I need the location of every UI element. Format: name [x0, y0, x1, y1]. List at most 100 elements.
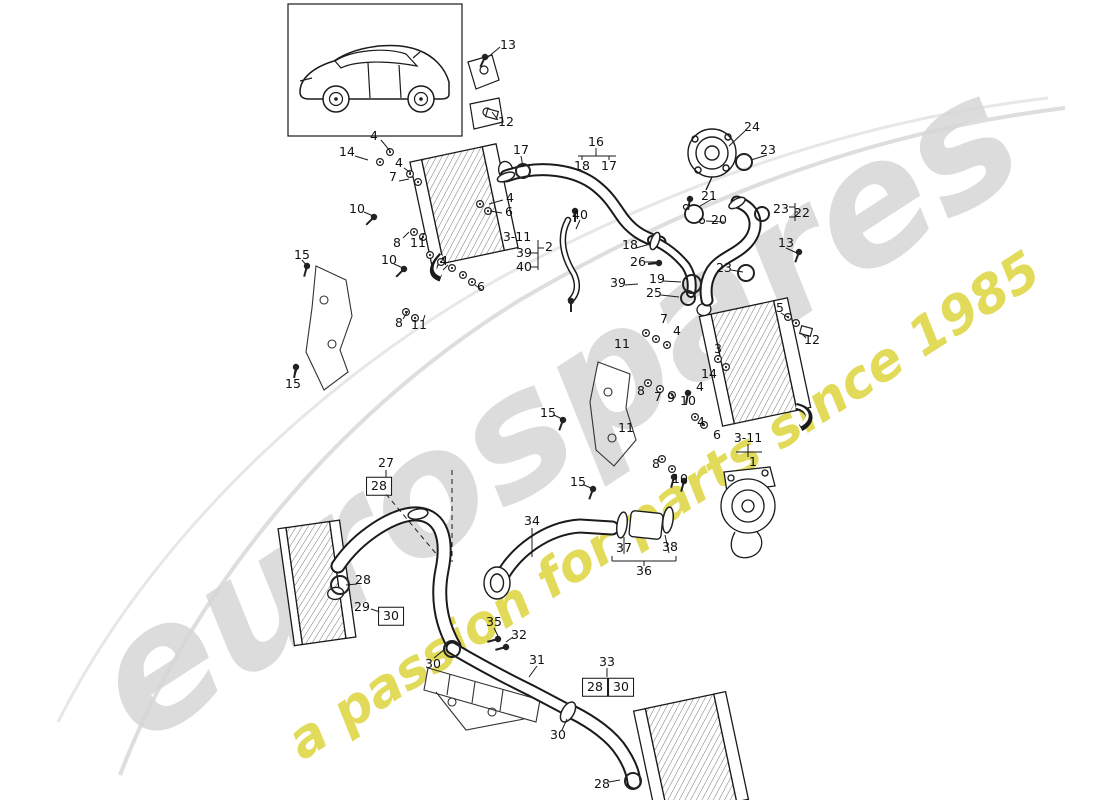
callout-5: 5: [776, 299, 784, 315]
screw-glyph: [684, 389, 692, 405]
callout-3-11: 3-11: [733, 429, 763, 445]
washer-glyph: [406, 170, 415, 179]
callout-39: 39: [516, 244, 532, 260]
clamp-glyph: [496, 171, 516, 183]
leader-line: [491, 111, 499, 121]
callout-8: 8: [393, 234, 401, 250]
callout-11: 11: [411, 316, 427, 332]
callout-33: 33: [599, 653, 615, 669]
leader-line: [705, 220, 725, 223]
screw-glyph: [686, 195, 694, 211]
callout-4: 4: [697, 413, 705, 429]
callout-28: 28: [366, 476, 392, 496]
leader-line: [433, 648, 446, 659]
callout-14: 14: [701, 365, 717, 381]
leader-line: [488, 199, 504, 205]
leader-line: [583, 484, 592, 489]
leader-line: [301, 259, 308, 267]
callout-28: 28: [594, 775, 610, 791]
screw-glyph: [670, 473, 678, 488]
callout-2: 2: [545, 238, 553, 254]
washer-glyph: [643, 379, 652, 388]
leader-line: [780, 312, 790, 319]
leader-line: [293, 368, 298, 379]
washer-glyph: [690, 413, 699, 422]
screw-glyph: [680, 477, 688, 492]
washer-glyph: [386, 148, 395, 157]
callout-28: 28: [582, 677, 608, 697]
washer-glyph: [414, 178, 423, 187]
leader-line: [421, 232, 425, 239]
callout-9: 9: [667, 389, 675, 405]
leader-line: [486, 46, 501, 59]
car-inset: [287, 3, 463, 137]
callout-8: 8: [652, 455, 660, 471]
callout-4: 4: [696, 378, 704, 394]
leader-line: [402, 310, 409, 320]
leader-line: [750, 154, 768, 161]
callout-38: 38: [662, 538, 678, 554]
callout-15: 15: [294, 246, 310, 262]
callout-36: 36: [636, 562, 652, 578]
washer-glyph: [721, 363, 730, 372]
washer-glyph: [667, 465, 676, 474]
charge-air-hose-right: [699, 195, 762, 307]
leader-line: [393, 263, 404, 269]
o-ring-glyph: [624, 772, 642, 790]
callout-7: 7: [654, 388, 662, 404]
leader-line: [728, 130, 746, 147]
leader-line: [402, 231, 410, 239]
leader-line: [800, 332, 807, 339]
screw-glyph: [794, 248, 803, 263]
screw-glyph: [487, 635, 502, 643]
callout-27: 27: [378, 454, 394, 470]
mounting-frame: [423, 667, 541, 731]
callout-8: 8: [395, 314, 403, 330]
leader-line: [398, 178, 410, 182]
leader-line: [422, 314, 426, 322]
callout-1: 1: [749, 453, 757, 469]
washer-glyph: [699, 421, 708, 430]
callout-15: 15: [285, 375, 301, 391]
callout-12: 12: [804, 331, 820, 347]
leader-line: [635, 243, 651, 249]
coupling-sleeve: [628, 510, 664, 540]
screw-glyph: [479, 53, 489, 68]
callout-15: 15: [570, 473, 586, 489]
callout-18: 18: [622, 236, 638, 252]
callout-40: 40: [516, 258, 532, 274]
charge-air-hose-top: [499, 163, 667, 249]
intercooler-bottom-right: [632, 690, 750, 800]
screw-glyph: [495, 643, 510, 651]
callout-4: 4: [370, 127, 378, 143]
screw-glyph: [571, 207, 579, 222]
washer-glyph: [419, 233, 428, 242]
callout-10: 10: [381, 251, 397, 267]
clamp-glyph: [407, 508, 429, 520]
washer-glyph: [411, 314, 420, 323]
o-ring-glyph: [754, 206, 770, 222]
leader-line: [660, 294, 680, 298]
washer-glyph: [448, 264, 457, 273]
screw-glyph: [567, 297, 575, 312]
callout-30: 30: [378, 606, 404, 626]
leader-line: [493, 627, 499, 637]
leader-line: [662, 280, 682, 283]
callout-7: 7: [389, 168, 397, 184]
callout-17: 17: [601, 157, 617, 173]
clamp-glyph: [661, 506, 675, 534]
hardware-decor: [292, 53, 814, 790]
callout-30: 30: [608, 677, 634, 697]
washer-glyph: [437, 258, 446, 267]
leader-line: [730, 269, 744, 273]
leader-line: [345, 583, 358, 586]
callout-18: 18: [574, 157, 590, 173]
clamp-glyph: [615, 511, 629, 539]
screw-glyph: [588, 485, 597, 500]
washer-glyph: [376, 158, 385, 167]
leader-line: [520, 155, 524, 168]
leader-line: [354, 155, 369, 161]
callout-8: 8: [637, 382, 645, 398]
connector-pipe: [647, 235, 697, 298]
